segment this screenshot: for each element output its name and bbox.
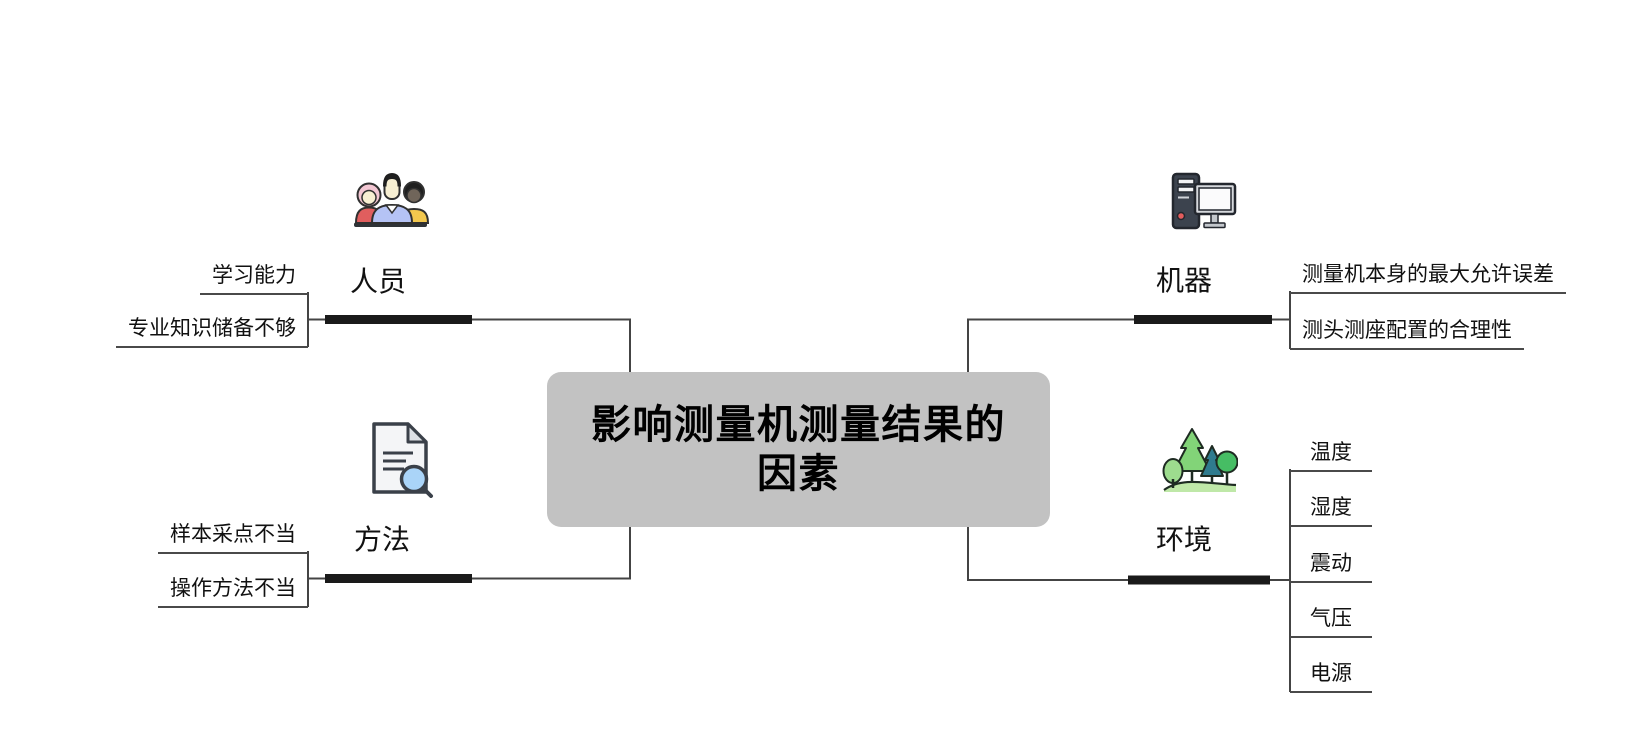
subtopic-humidity[interactable]: 湿度 xyxy=(1290,494,1372,527)
people-icon xyxy=(354,172,430,227)
subtopic-max-permissible-error[interactable]: 测量机本身的最大允许误差 xyxy=(1290,261,1566,294)
subtopic-probe-config[interactable]: 测头测座配置的合理性 xyxy=(1290,317,1524,350)
subtopic-temperature[interactable]: 温度 xyxy=(1290,439,1372,472)
branch-label-environment[interactable]: 环境 xyxy=(1155,524,1212,555)
subtopic-air-pressure[interactable]: 气压 xyxy=(1290,605,1372,638)
subtopic-learning-ability[interactable]: 学习能力 xyxy=(200,262,308,295)
subtopic-vibration[interactable]: 震动 xyxy=(1290,550,1372,583)
root-topic-title: 影响测量机测量结果的因素 xyxy=(591,402,1006,496)
branch-label-method[interactable]: 方法 xyxy=(353,524,410,555)
root-topic[interactable]: 影响测量机测量结果的因素 xyxy=(547,372,1050,527)
subtopic-sampling-points[interactable]: 样本采点不当 xyxy=(158,521,308,554)
branch-label-personnel[interactable]: 人员 xyxy=(349,266,406,297)
branch-label-machine[interactable]: 机器 xyxy=(1155,265,1212,296)
trees-icon xyxy=(1162,428,1238,492)
subtopic-power-supply[interactable]: 电源 xyxy=(1290,660,1372,693)
subtopic-knowledge-gap[interactable]: 专业知识储备不够 xyxy=(116,315,308,348)
subtopic-operation-method[interactable]: 操作方法不当 xyxy=(158,575,308,608)
document-search-icon xyxy=(372,422,433,498)
computer-icon xyxy=(1171,172,1237,230)
